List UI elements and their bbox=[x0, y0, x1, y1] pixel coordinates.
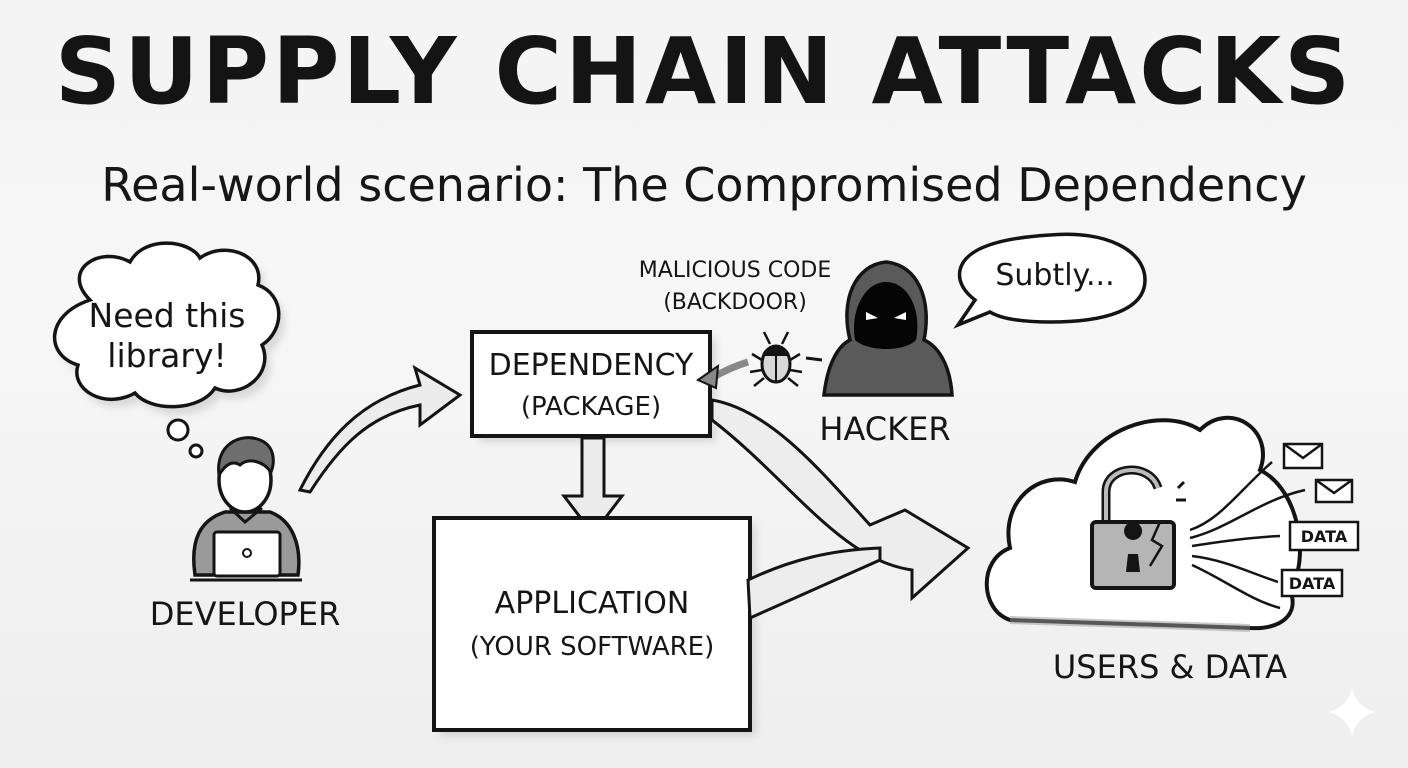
hooded-hacker-icon bbox=[822, 260, 954, 397]
sparkle-icon bbox=[1328, 688, 1376, 736]
thought-cloud bbox=[53, 241, 285, 459]
data-tag-box bbox=[1280, 568, 1344, 598]
arrow-application-to-users bbox=[746, 546, 882, 621]
thought-text: Need this library! bbox=[82, 296, 252, 376]
speech-bubble bbox=[953, 232, 1147, 329]
thought-dot-large bbox=[166, 418, 190, 442]
page-subtitle: Real-world scenario: The Compromised Dep… bbox=[101, 158, 1307, 212]
data-tag: DATA bbox=[1288, 574, 1336, 593]
thought-dot-small bbox=[188, 443, 204, 459]
dependency-title: DEPENDENCY bbox=[488, 348, 694, 383]
laptop-icon bbox=[212, 530, 282, 578]
broken-padlock-icon bbox=[1090, 465, 1186, 590]
application-title: APPLICATION bbox=[494, 586, 690, 621]
malicious-code-sublabel: (BACKDOOR) bbox=[663, 290, 807, 315]
application-subtitle: (YOUR SOFTWARE) bbox=[469, 632, 715, 662]
arrow-dependency-to-users bbox=[710, 398, 971, 602]
developer-label: DEVELOPER bbox=[149, 595, 341, 633]
developer-figure bbox=[190, 436, 302, 582]
envelope-icon bbox=[1314, 478, 1354, 504]
malicious-code-label: MALICIOUS CODE bbox=[638, 258, 832, 283]
application-box bbox=[432, 516, 756, 736]
data-tag: DATA bbox=[1300, 527, 1348, 546]
hacker-label: HACKER bbox=[819, 410, 951, 448]
data-flow-arrows bbox=[1189, 461, 1306, 610]
thought-line-2: library! bbox=[107, 336, 227, 375]
envelope-icon bbox=[1282, 442, 1324, 470]
page-title: SUPPLY CHAIN ATTACKS bbox=[54, 18, 1354, 125]
arrow-developer-to-dependency bbox=[297, 364, 463, 494]
data-tag-box bbox=[1288, 520, 1360, 552]
thought-line-1: Need this bbox=[88, 296, 246, 335]
users-data-label: USERS & DATA bbox=[1052, 648, 1288, 686]
arrow-dependency-to-application bbox=[560, 436, 626, 537]
arrow-bug-to-dependency bbox=[695, 358, 750, 390]
hacker-speech-text: Subtly... bbox=[995, 258, 1115, 293]
dependency-subtitle: (PACKAGE) bbox=[520, 392, 662, 422]
bug-icon bbox=[749, 331, 823, 387]
dependency-box bbox=[470, 330, 716, 442]
